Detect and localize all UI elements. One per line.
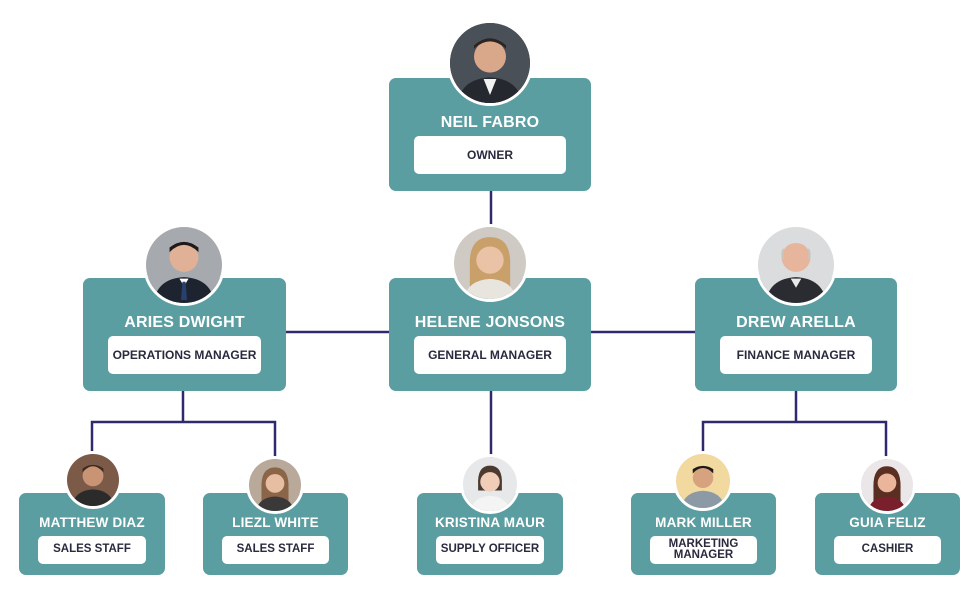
person-name: NEIL FABRO (440, 114, 540, 131)
person-role: GENERAL MANAGER (414, 336, 566, 374)
person-role: CASHIER (834, 536, 941, 564)
person-name: LIEZL WHITE (232, 515, 319, 530)
person-name: ARIES DWIGHT (124, 314, 245, 331)
woman-blonde-avatar-icon (451, 224, 529, 302)
person-name: MATTHEW DIAZ (39, 515, 145, 530)
role-line-1: MARKETING (668, 537, 739, 550)
person-name: KRISTINA MAUR (434, 515, 546, 530)
person-role: OPERATIONS MANAGER (108, 336, 261, 374)
person-name: MARK MILLER (655, 515, 752, 530)
connector-ops-to-sales (90, 420, 277, 460)
person-name: HELENE JONSONS (414, 314, 566, 331)
person-role: SALES STAFF (38, 536, 146, 564)
person-role: SALES STAFF (222, 536, 329, 564)
man-bald-avatar-icon (755, 224, 837, 306)
person-role: MARKETING MANAGER (650, 536, 757, 564)
woman-avatar-icon (246, 456, 304, 514)
man-young-avatar-icon (673, 451, 733, 511)
connector-finance-to-reports (701, 420, 888, 460)
card-cashier: GUIA FELIZ CASHIER (815, 493, 960, 575)
man-suit-tie-avatar-icon (143, 224, 225, 306)
role-line-2: MANAGER (673, 549, 734, 561)
person-name: GUIA FELIZ (849, 515, 926, 530)
man-suit-avatar-icon (447, 20, 533, 106)
man-avatar-icon (64, 451, 122, 509)
person-role: FINANCE MANAGER (720, 336, 872, 374)
card-owner: NEIL FABRO OWNER (389, 78, 591, 191)
person-role: OWNER (414, 136, 566, 174)
person-name: DREW ARELLA (736, 314, 856, 331)
person-role: SUPPLY OFFICER (436, 536, 544, 564)
woman-brunette-avatar-icon (858, 456, 916, 514)
card-general-manager: HELENE JONSONS GENERAL MANAGER (389, 278, 591, 391)
woman-dark-hair-avatar-icon (460, 454, 520, 514)
